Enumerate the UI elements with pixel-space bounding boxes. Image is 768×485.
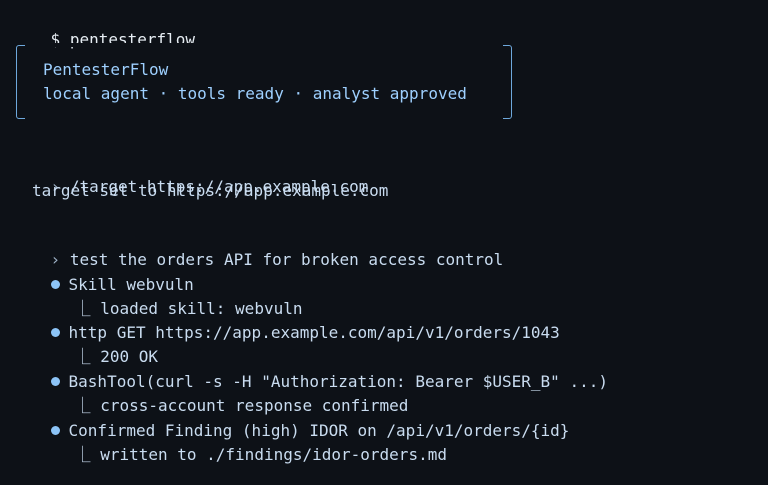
target-command: /target https://app.example.com [69,177,369,196]
step-title: Confirmed Finding (high) IDOR on /api/v1… [68,421,570,440]
step-result: loaded skill: webvuln [100,299,303,318]
step-item: BashTool(curl -s -H "Authorization: Bear… [12,352,608,391]
step-item: Confirmed Finding (high) IDOR on /api/v1… [12,401,569,440]
step-title: BashTool(curl -s -H "Authorization: Bear… [68,372,608,391]
app-banner: PentesterFlow local agent · tools ready … [16,43,512,121]
elbow-icon: ⎿ [74,396,91,415]
caret-icon: › [50,177,61,196]
elbow-icon: ⎿ [74,347,91,366]
bullet-icon [50,426,60,435]
step-result-line: ⎿ written to ./findings/idor-orders.md [36,425,447,464]
terminal-window[interactable]: $ pentesterflow PentesterFlow local agen… [0,0,768,464]
caret-icon: › [50,250,61,269]
target-command-line: › /target https://app.example.com [12,157,369,196]
elbow-icon: ⎿ [74,299,91,318]
step-result-line: ⎿ cross-account response confirmed [36,376,409,415]
step-title: Skill webvuln [68,275,194,294]
banner-top-gap [25,43,503,47]
step-result-line: ⎿ loaded skill: webvuln [36,279,303,318]
banner-title: PentesterFlow [43,60,169,79]
task-command: test the orders API for broken access co… [69,250,504,269]
target-output: target set to https://app.example.com [32,181,389,200]
step-item: http GET https://app.example.com/api/v1/… [12,303,560,342]
step-item: Skill webvuln [12,255,194,294]
shell-prompt: $ pentesterflow [12,10,196,49]
task-command-line: › test the orders API for broken access … [12,230,504,269]
prompt-symbol: $ [50,30,61,49]
banner-bottom-gap [25,117,503,121]
bullet-icon [50,280,60,289]
step-result: cross-account response confirmed [100,396,409,415]
step-result: written to ./findings/idor-orders.md [100,445,447,464]
elbow-icon: ⎿ [74,445,91,464]
bullet-icon [50,377,60,386]
bullet-icon [50,328,60,337]
step-title: http GET https://app.example.com/api/v1/… [68,323,560,342]
banner-subtitle: local agent · tools ready · analyst appr… [43,84,467,103]
step-result: 200 OK [100,347,158,366]
step-result-line: ⎿ 200 OK [36,327,158,366]
